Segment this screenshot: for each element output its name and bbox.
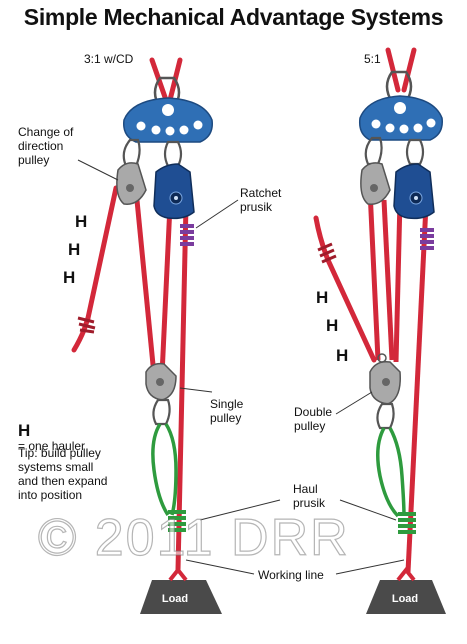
hauler-left-1: H xyxy=(75,212,88,231)
ratchet-pulley-right xyxy=(393,163,435,220)
rope-pulley-up-left xyxy=(159,204,173,376)
hauler-right-3: H xyxy=(336,346,349,365)
system-3to1: Load xyxy=(71,57,222,614)
label-double-pulley: Double pulley xyxy=(294,405,333,433)
double-pulley-carabiner-right xyxy=(376,402,395,430)
ratchet-pulley-left xyxy=(153,163,195,220)
cd-pulley-right xyxy=(360,162,391,205)
hauler-left-2: H xyxy=(68,240,81,259)
hauler-left-3: H xyxy=(63,268,76,287)
stopper-knot-left xyxy=(77,316,96,334)
cd-pulley-left xyxy=(116,162,147,205)
single-pulley-left xyxy=(145,362,177,401)
rigging-plate-left xyxy=(123,97,213,143)
rope-right-b xyxy=(381,199,395,361)
load-block-right xyxy=(366,580,446,614)
legend-symbol: H xyxy=(18,421,31,440)
double-pulley-right xyxy=(369,353,401,405)
legend: H = one hauler xyxy=(18,410,85,453)
rope-right-c xyxy=(393,199,403,363)
rope-cd-down-left xyxy=(133,189,157,376)
anchor-rope-right xyxy=(385,47,417,93)
stopper-knot-right xyxy=(317,242,337,264)
cd-carabiner-right xyxy=(364,136,383,166)
ratchet-prusik-left xyxy=(180,224,194,246)
load-block-left xyxy=(140,580,222,614)
single-pulley-carabiner-left xyxy=(152,398,171,426)
hauler-right-2: H xyxy=(326,316,339,335)
main-line-left xyxy=(175,204,189,571)
copyright-watermark: © 2011 DRR xyxy=(37,508,350,567)
load-label-left: Load xyxy=(162,593,188,605)
haul-prusik-loop-left xyxy=(151,423,178,516)
rope-tail-left xyxy=(71,315,91,353)
ratchet-carabiner-left xyxy=(163,140,183,168)
haul-prusik-loop-right xyxy=(376,427,406,518)
system-label-left: 3:1 w/CD xyxy=(84,52,134,66)
label-single-pulley: Single pulley xyxy=(210,397,244,425)
main-line-right xyxy=(405,204,429,573)
ratchet-prusik-right xyxy=(420,228,434,250)
label-change-of-direction: Change of direction pulley xyxy=(18,125,74,167)
hauler-right-1: H xyxy=(316,288,329,307)
leader-lines xyxy=(77,159,405,575)
system-label-right: 5:1 xyxy=(364,52,381,66)
system-5to1: Load xyxy=(313,47,446,614)
label-ratchet-prusik: Ratchet prusik xyxy=(240,186,282,214)
haul-prusik-wraps-right xyxy=(398,512,416,534)
label-working-line: Working line xyxy=(258,568,324,582)
tip-text: Tip: build pulley systems small and then… xyxy=(18,446,108,502)
haul-line-left xyxy=(85,185,119,321)
load-label-right: Load xyxy=(392,593,418,605)
legend-text: = one hauler xyxy=(18,439,86,453)
page-title: Simple Mechanical Advantage Systems xyxy=(23,4,444,30)
ratchet-carabiner-right xyxy=(405,138,425,166)
haul-prusik-wraps-left xyxy=(168,510,186,532)
label-haul-prusik: Haul prusik xyxy=(293,482,326,510)
haul-line-right xyxy=(367,189,381,361)
